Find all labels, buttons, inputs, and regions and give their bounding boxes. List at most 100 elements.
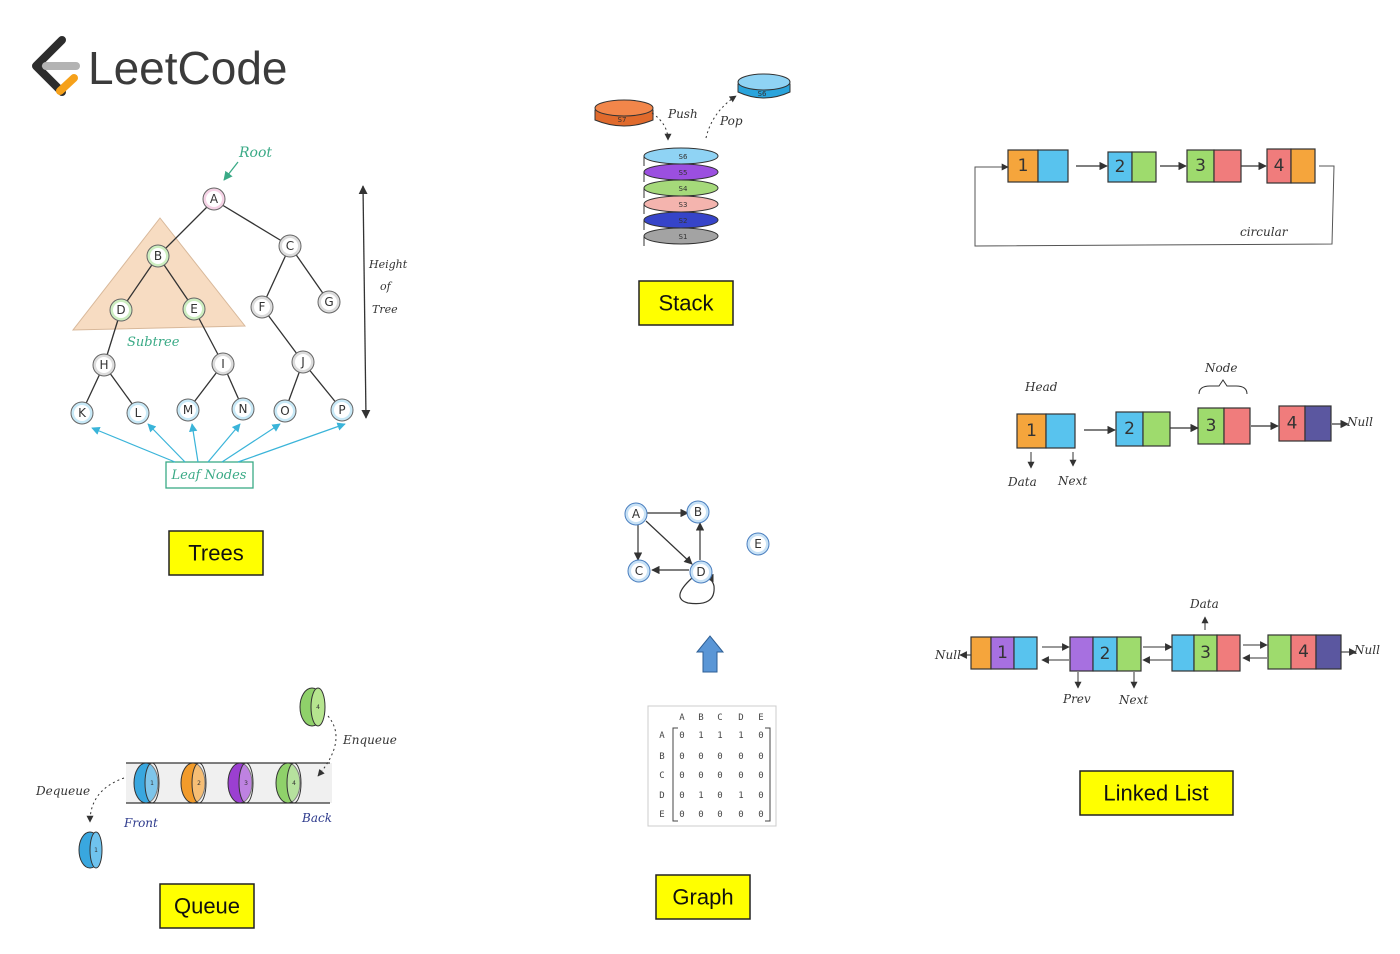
queue-item-label: 3 <box>244 780 248 787</box>
node-brace <box>1198 379 1248 395</box>
matrix-cell: 0 <box>717 752 722 762</box>
linked-list-node-value: 4 <box>1274 156 1285 176</box>
linked-list-node-value: 3 <box>1195 156 1206 176</box>
enqueue-item-label: 4 <box>316 704 320 711</box>
matrix-cell: 0 <box>758 731 763 741</box>
tree-node-label: E <box>190 302 198 316</box>
queue-item-label: 1 <box>150 780 154 787</box>
matrix-cell: 0 <box>758 771 763 781</box>
tree-node: E <box>182 297 206 321</box>
matrix-cell: 0 <box>698 771 703 781</box>
tree-node-label: K <box>78 406 87 420</box>
graph-node: C <box>627 559 651 583</box>
tree-node-label: G <box>324 295 333 309</box>
linked-list-node: 1 <box>1016 413 1076 449</box>
leetcode-logo: LeetCode <box>32 36 288 96</box>
stack-layer-label: S6 <box>679 153 688 161</box>
tree-node: J <box>291 350 315 374</box>
push-annotation: Push <box>667 107 698 121</box>
matrix-cell: 0 <box>679 791 684 801</box>
circular-nodes: 1 2 3 4 <box>1007 148 1316 184</box>
matrix-cell: 0 <box>738 810 743 820</box>
matrix-col-header: D <box>738 713 743 723</box>
matrix-row-header: A <box>659 731 665 741</box>
queue-item-label: 4 <box>292 780 296 787</box>
front-annotation: Front <box>123 816 158 830</box>
tree-node-label: B <box>154 249 162 263</box>
tree-node-label: A <box>210 192 219 206</box>
tree-node: P <box>330 398 354 422</box>
doubly-data-annotation: Data <box>1189 597 1219 611</box>
matrix-cell: 0 <box>698 810 703 820</box>
linked-list-node-value: 1 <box>997 643 1008 663</box>
tree-node: I <box>211 352 235 376</box>
leetcode-logo-text: LeetCode <box>88 42 288 94</box>
height-annotation-3: Tree <box>372 303 398 316</box>
matrix-cell: 1 <box>738 791 743 801</box>
subtree-annotation: Subtree <box>127 335 180 350</box>
stack-layer-label: S3 <box>679 201 688 209</box>
stack-layer: S4 <box>643 179 719 198</box>
linked-list-node: 4 <box>1267 634 1342 670</box>
matrix-col-header: E <box>758 713 763 723</box>
linked-list-node-value: 3 <box>1206 416 1217 436</box>
queue-item: 3 <box>227 762 254 804</box>
stack-layer-label: S1 <box>679 233 688 241</box>
matrix-col-header: A <box>679 713 685 723</box>
graph-node: A <box>624 502 648 526</box>
height-arrow <box>358 185 371 419</box>
tree-node-label: C <box>286 239 294 253</box>
graph-node: E <box>746 532 770 556</box>
linked-list-node-value: 1 <box>1018 156 1029 176</box>
doubly-null-right-annotation: Null <box>1353 643 1380 657</box>
matrix-cell: 0 <box>698 752 703 762</box>
tree-node: K <box>70 401 94 425</box>
matrix-cell: 0 <box>738 771 743 781</box>
head-annotation: Head <box>1024 380 1058 394</box>
stack-pop-item: S6 <box>737 73 791 99</box>
matrix-row-header: D <box>659 791 664 801</box>
linked-list-node-value: 2 <box>1124 419 1135 439</box>
linked-list-node: 3 <box>1197 407 1251 445</box>
tree-node-label: L <box>135 406 142 420</box>
matrix-col-header: C <box>717 713 722 723</box>
stack-push-item-label: S7 <box>618 116 627 124</box>
node-annotation: Node <box>1204 361 1238 375</box>
enqueue-annotation: Enqueue <box>342 733 397 747</box>
matrix-cell: 1 <box>698 791 703 801</box>
singly-null-annotation: Null <box>1346 415 1373 429</box>
leaf-nodes-annotation: Leaf Nodes <box>171 468 247 483</box>
tree-node-label: I <box>221 357 225 371</box>
stack-layer-label: S4 <box>679 185 688 193</box>
linked-list-node-value: 2 <box>1115 157 1126 177</box>
tree-node: A <box>202 187 226 211</box>
matrix-cell: 0 <box>717 791 722 801</box>
graph-node-label: B <box>694 505 702 519</box>
subtree-highlight <box>71 217 247 331</box>
stack-push-item: S7 <box>594 99 654 127</box>
dequeue-item-label: 1 <box>94 847 98 854</box>
queue-label: Queue <box>174 894 240 919</box>
tree-node: O <box>273 399 297 423</box>
height-annotation-2: of <box>380 280 393 293</box>
matrix-cell: 0 <box>758 791 763 801</box>
up-arrow-icon <box>695 635 725 673</box>
tree-node: G <box>317 290 341 314</box>
doubly-next-annotation: Next <box>1118 693 1148 707</box>
graph-node-label: E <box>754 537 762 551</box>
linked-list-node: 4 <box>1266 148 1316 184</box>
tree-node: M <box>176 398 200 422</box>
singly-nodes: 1 2 3 4 <box>1016 405 1332 449</box>
dequeue-annotation: Dequeue <box>35 784 90 798</box>
graph-label: Graph <box>672 885 733 910</box>
matrix-cell: 0 <box>679 810 684 820</box>
linked-list-node-value: 4 <box>1287 414 1298 434</box>
